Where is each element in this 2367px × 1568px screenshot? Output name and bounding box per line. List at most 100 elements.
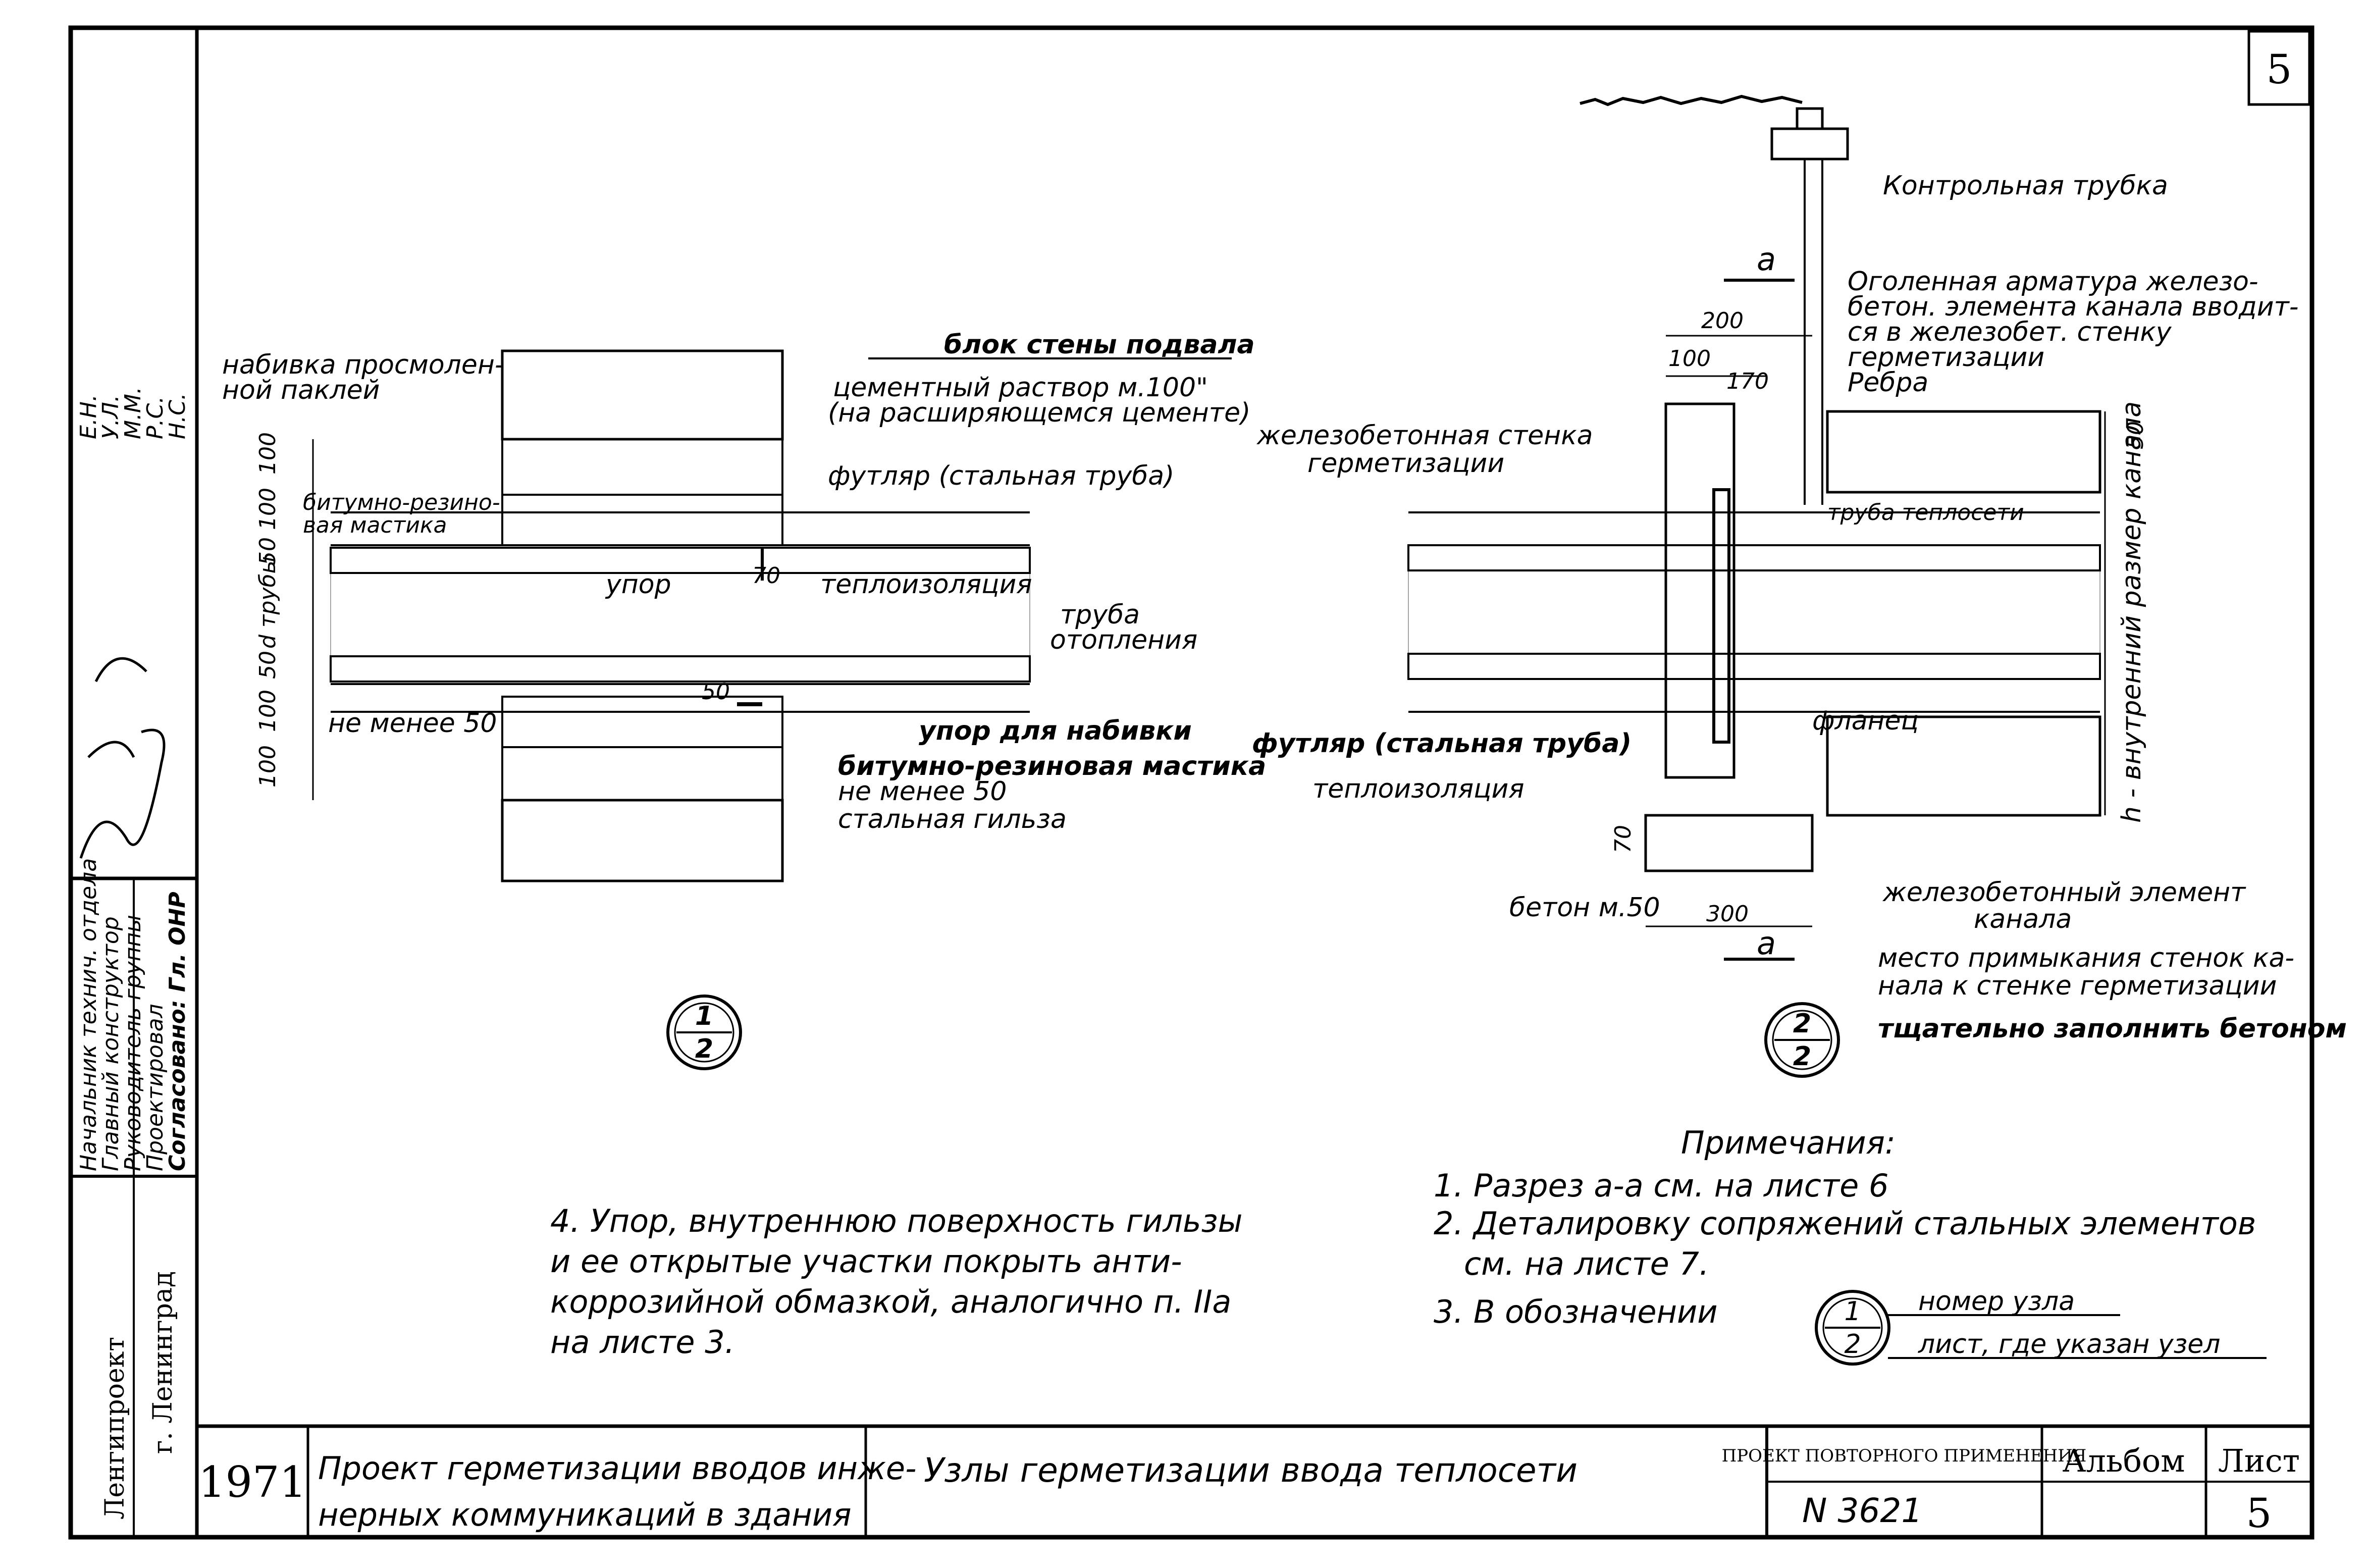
label-rc-element-1: железобетонный элемент xyxy=(1882,877,2246,908)
year: 1971 xyxy=(198,1457,306,1507)
dim-left-1: 100 xyxy=(255,432,281,475)
legend-node-number: номер узла xyxy=(1918,1286,2075,1317)
name-4: Р.С. xyxy=(142,396,168,439)
legend-top: 1 xyxy=(1844,1296,1861,1327)
label-junction-1: место примыкания стенок ка- xyxy=(1878,943,2294,973)
node-callout-2-top: 2 xyxy=(1793,1009,1811,1039)
label-rebar-4: герметизации xyxy=(1848,342,2044,373)
label-packing-1: набивка просмолен- xyxy=(222,350,504,380)
label-mortar-2: (на расширяющемся цементе) xyxy=(828,398,1250,428)
label-rebar-1: Оголенная арматура железо- xyxy=(1848,267,2258,297)
detail-left-geometry xyxy=(312,349,1031,882)
legend-bottom: 2 xyxy=(1844,1329,1861,1360)
label-steel-sleeve: стальная гильза xyxy=(838,804,1067,834)
label-pipe-heat: труба теплосети xyxy=(1827,500,2024,526)
label-inner-size: h - внутренний размер канала xyxy=(2117,401,2147,823)
role-1: Начальник технич. отдела xyxy=(76,858,101,1171)
title-block xyxy=(197,1424,2312,1537)
node-callout-2 xyxy=(1764,1002,1840,1078)
role-4: Проектировал xyxy=(142,1004,168,1171)
label-rc-wall-1: железобетонная стенка xyxy=(1256,421,1593,451)
node-callout-1 xyxy=(666,995,742,1070)
label-wall-block: блок стены подвала xyxy=(944,330,1255,360)
org-city: г. Ленинград xyxy=(148,1271,178,1454)
signature-strip xyxy=(71,657,197,1537)
label-heating-pipe-2: отопления xyxy=(1050,625,1197,655)
node-callout-1-top: 1 xyxy=(695,1001,713,1031)
label-rebar-3: ся в железобет. стенку xyxy=(1848,317,2172,347)
label-ribs: Ребра xyxy=(1848,368,1928,398)
label-min50-left: не менее 50 xyxy=(328,708,497,739)
node-callout-1-bottom: 2 xyxy=(695,1034,713,1064)
label-case-right: футляр (стальная труба) xyxy=(1252,728,1632,759)
label-stop-for-packing: упор для набивки xyxy=(919,716,1192,746)
role-5: Согласовано: Гл. ОНР xyxy=(165,892,190,1171)
label-mastic-top-2: вая мастика xyxy=(303,512,447,538)
project-title-line2: нерных коммуникаций в здания xyxy=(318,1496,852,1533)
notes-heading: Примечания: xyxy=(1681,1124,1896,1161)
section-mark-top: а xyxy=(1757,241,1776,278)
signature-names: Е.Н. У.Л. М.М. Р.С. Н.С. xyxy=(76,387,190,439)
dim-left-7: 100 xyxy=(255,745,281,788)
sheet-label: Лист xyxy=(2218,1442,2300,1479)
role-3: Руководитель группы xyxy=(120,915,146,1171)
label-rc-wall-2: герметизации xyxy=(1307,448,1504,479)
reuse-label: ПРОЕКТ ПОВТОРНОГО ПРИМЕНЕНИЯ xyxy=(1722,1446,2087,1466)
label-mastic-bottom: битумно-резиновая мастика xyxy=(838,751,1266,781)
note-2b: см. на листе 7. xyxy=(1464,1245,1709,1282)
dim-right-50: 50 xyxy=(2123,421,2148,449)
label-rc-element-2: канала xyxy=(1974,904,2072,934)
note-1: 1. Разрез а-а см. на листе 6 xyxy=(1434,1167,1888,1204)
dim-left-5: 50 xyxy=(255,651,281,679)
dim-right-170: 170 xyxy=(1726,369,1769,394)
label-packing-2: ной паклей xyxy=(222,375,380,405)
note-2: 2. Деталировку сопряжений стальных элеме… xyxy=(1434,1205,2256,1242)
sheet-frame xyxy=(68,25,2315,1540)
note-4-line2: и ее открытые участки покрыть анти- xyxy=(550,1243,1182,1280)
legend-node-sheet: лист, где указан узел xyxy=(1918,1329,2221,1360)
name-1: Е.Н. xyxy=(76,394,101,439)
organization: Ленгипроект xyxy=(100,1337,130,1520)
note-4-line4: на листе 3. xyxy=(550,1324,734,1361)
sheet-number-bottom: 5 xyxy=(2246,1490,2272,1537)
label-control-pipe: Контрольная трубка xyxy=(1883,171,2168,201)
dim-left-4: d трубы xyxy=(255,556,281,649)
role-2: Главный конструктор xyxy=(98,916,124,1171)
dim-right-100: 100 xyxy=(1668,346,1711,372)
project-title-line1: Проект герметизации вводов инже- xyxy=(318,1450,916,1487)
signature-roles: Начальник технич. отдела Главный констру… xyxy=(76,858,190,1171)
album-label: Альбом xyxy=(2063,1442,2185,1479)
name-3: М.М. xyxy=(120,387,146,439)
name-2: У.Л. xyxy=(98,395,124,439)
label-sleeve-case: футляр (стальная труба) xyxy=(828,461,1174,491)
label-junction-3: тщательно заполнить бетоном xyxy=(1878,1014,2347,1044)
org-name: Ленгипроект xyxy=(100,1337,130,1520)
label-min50-bottom: не менее 50 xyxy=(838,776,1007,807)
dim-right-70: 70 xyxy=(1610,825,1636,853)
sheet-number-top: 5 xyxy=(2267,46,2292,93)
label-mastic-top-1: битумно-резино- xyxy=(303,490,500,515)
dim-left-9: 50 xyxy=(702,679,730,705)
detail-right-geometry xyxy=(1407,94,2106,961)
label-insulation-left: теплоизоляция xyxy=(820,569,1032,600)
label-stop: упор xyxy=(605,569,671,600)
reuse-number: N 3621 xyxy=(1802,1491,1922,1530)
label-concrete: бетон м.50 xyxy=(1509,893,1660,923)
note-4-line3: коррозийной обмазкой, аналогично п. IIа xyxy=(550,1283,1231,1320)
dim-left-3: 50 xyxy=(255,537,281,565)
dim-left-8: 70 xyxy=(752,563,780,589)
dim-left-6: 100 xyxy=(255,690,281,732)
label-insulation-right: теплоизоляция xyxy=(1312,774,1524,804)
label-heating-pipe-1: труба xyxy=(1060,600,1140,630)
section-mark-bottom: а xyxy=(1757,925,1776,962)
dim-right-200: 200 xyxy=(1701,308,1744,334)
label-flange: фланец xyxy=(1812,706,1919,736)
name-5: Н.С. xyxy=(165,393,190,439)
note-3: 3. В обозначении xyxy=(1434,1293,1718,1330)
note-4-line1: 4. Упор, внутреннюю поверхность гильзы xyxy=(550,1203,1243,1239)
legend-callout xyxy=(1815,1290,2267,1366)
label-mortar-1: цементный раствор м.100" xyxy=(833,373,1208,403)
drawing-title: Узлы герметизации ввода теплосети xyxy=(924,1451,1577,1490)
node-callout-2-bottom: 2 xyxy=(1793,1041,1811,1072)
